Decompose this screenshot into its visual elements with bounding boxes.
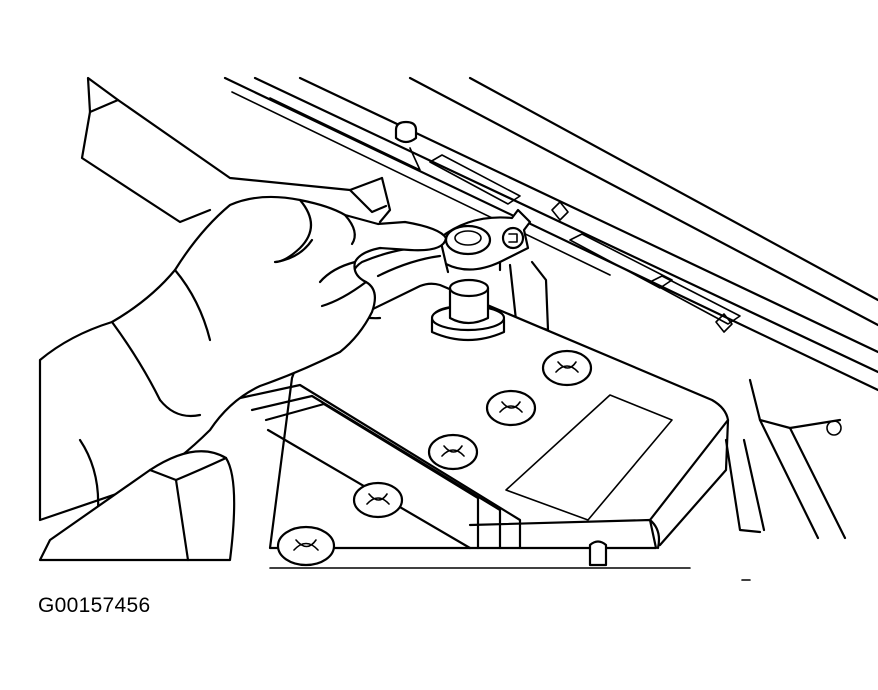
cable-clamp — [438, 208, 532, 274]
battery — [238, 282, 730, 569]
hand-and-arm — [38, 195, 448, 562]
terminal-post — [430, 278, 506, 342]
engine-bay-panels — [80, 76, 878, 581]
figure-id-label: G00157456 — [38, 594, 151, 617]
cell-caps — [276, 349, 593, 567]
